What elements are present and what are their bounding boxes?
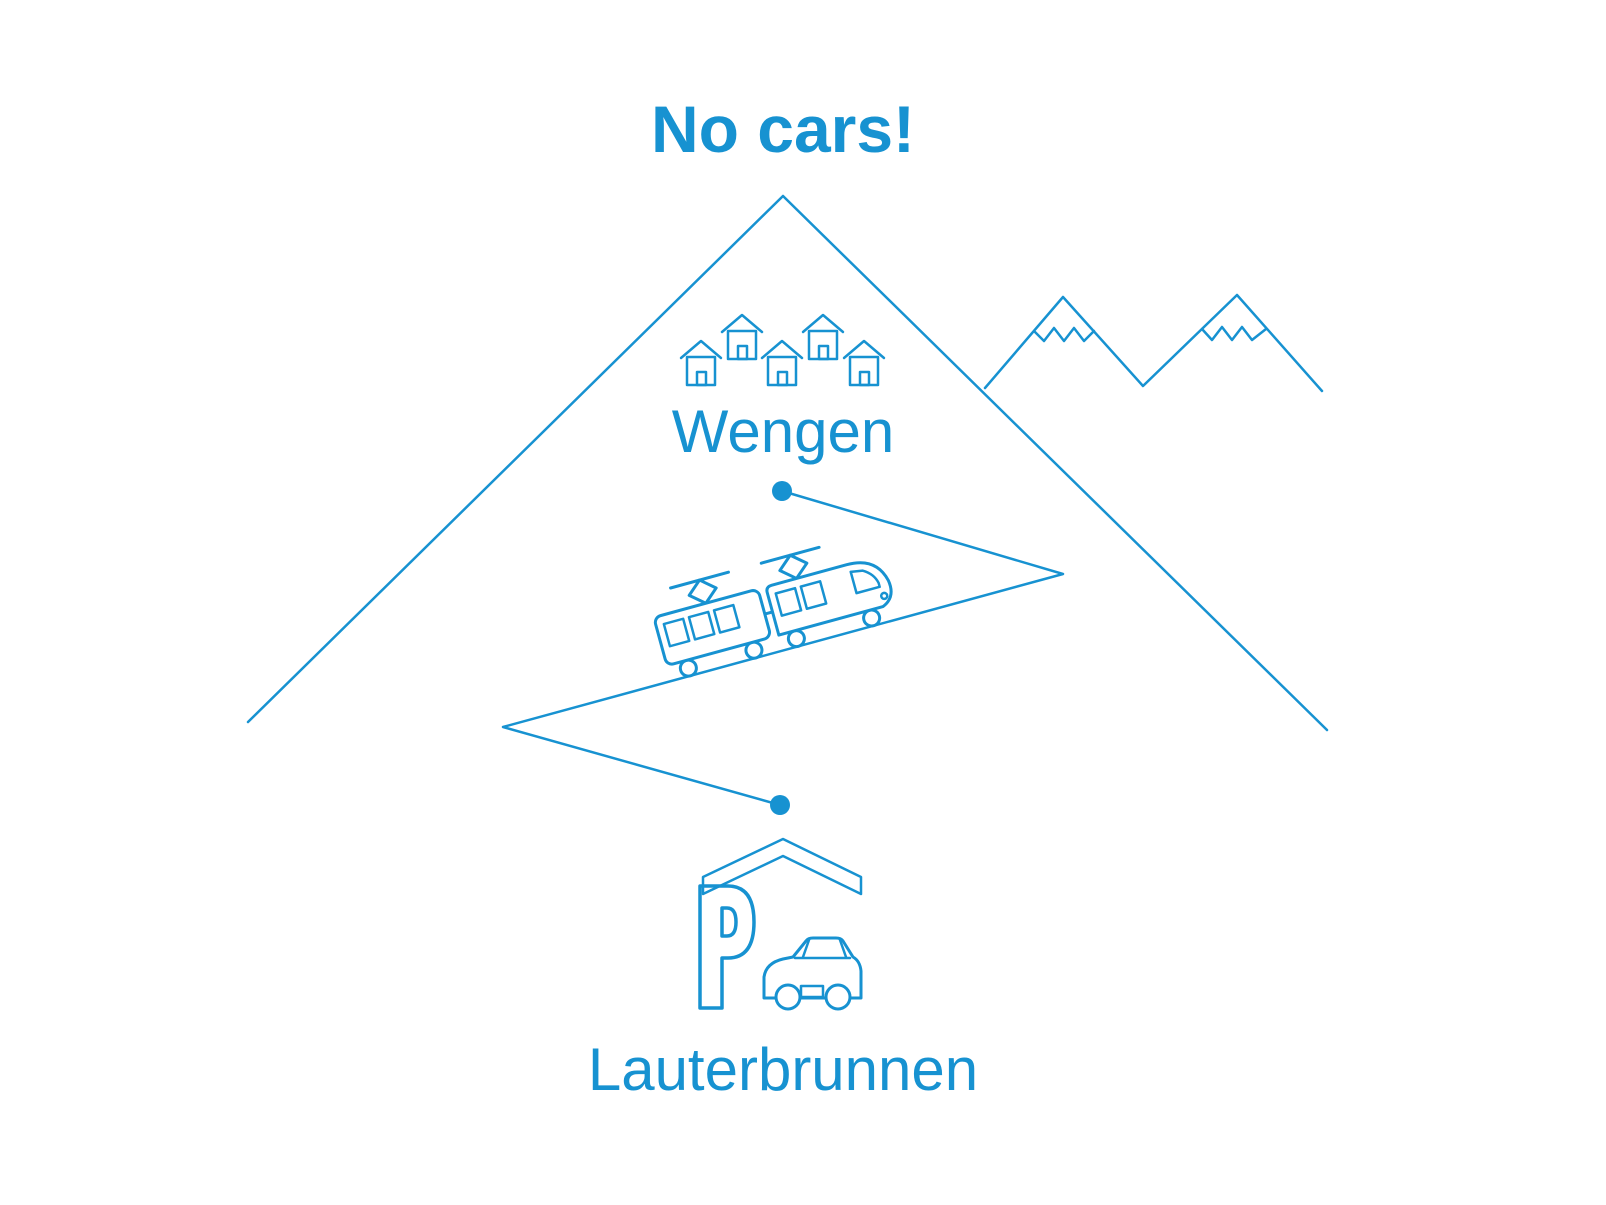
- snowcap-zigzag-icon: [1200, 325, 1268, 342]
- house-icon: [679, 339, 723, 387]
- lauterbrunnen-label: Lauterbrunnen: [588, 1036, 978, 1103]
- railway-zigzag-line: [501, 489, 1065, 807]
- house-icon: [720, 313, 764, 361]
- mountain-outline-icon: [246, 194, 1329, 732]
- page-title: No cars!: [651, 92, 915, 166]
- wengen-station-dot: [772, 481, 792, 501]
- wengen-label: Wengen: [672, 398, 894, 465]
- train-icon: [653, 545, 893, 678]
- parking-p-icon: [698, 884, 756, 1010]
- village-houses-icon: [679, 313, 886, 387]
- snowcap-zigzag-icon: [1032, 326, 1096, 343]
- license-plate-icon: [799, 984, 825, 999]
- lauterbrunnen-station-dot: [770, 795, 790, 815]
- garage-roof-icon: [701, 837, 863, 896]
- house-icon: [842, 339, 886, 387]
- parking-garage-icon: [698, 837, 863, 1011]
- car-icon: [762, 936, 863, 1011]
- house-icon: [801, 313, 845, 361]
- house-icon: [760, 339, 804, 387]
- background-peaks-icon: [983, 293, 1324, 393]
